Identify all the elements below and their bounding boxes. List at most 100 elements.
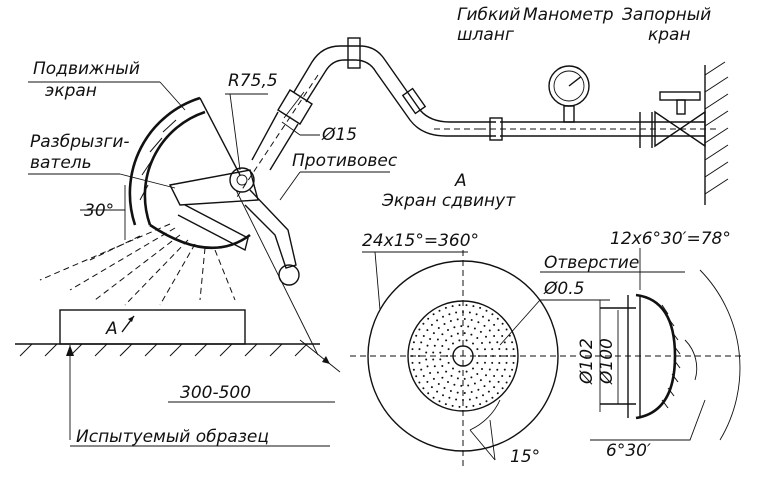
label-angle-6-30: 6°30′	[606, 441, 651, 461]
hole-dot	[458, 339, 461, 342]
hole-dot	[448, 313, 451, 316]
hole-dot	[455, 398, 458, 401]
hole-dot	[483, 324, 486, 327]
label-distance: 300-500	[180, 383, 251, 403]
hole-dot	[415, 334, 418, 337]
label-holes: Отверстие	[544, 253, 639, 273]
hole-dot	[481, 368, 483, 370]
hole-dot	[501, 322, 504, 325]
hole-dot	[470, 376, 473, 379]
hole-dot	[420, 368, 423, 371]
label-angle-30: 30°	[84, 201, 114, 221]
hole-dot	[425, 358, 428, 361]
hole-dot	[462, 311, 464, 313]
label-manometer: Манометр	[523, 5, 614, 25]
hole-dot	[449, 390, 452, 392]
shutoff-valve	[654, 91, 706, 148]
hole-dot	[492, 355, 494, 357]
view-a-front-disc	[350, 250, 685, 466]
hole-dot	[422, 375, 425, 377]
hole-dot	[458, 304, 461, 307]
hole-dot	[493, 335, 496, 337]
label-d100: Ø100	[597, 338, 617, 385]
hole-dot	[411, 355, 413, 357]
hole-dot	[497, 329, 500, 332]
hole-dot	[460, 325, 463, 328]
hole-dot	[467, 325, 470, 328]
hole-dot	[484, 348, 486, 351]
hole-dot	[491, 396, 494, 399]
hole-dot	[418, 328, 421, 331]
hole-dot	[475, 396, 478, 399]
hole-dot	[418, 355, 420, 357]
hole-dot	[477, 321, 480, 324]
hole-dot	[451, 305, 454, 308]
label-view-a: А	[454, 171, 467, 191]
supply-pipe	[480, 112, 720, 148]
hole-dot	[491, 348, 494, 351]
hole-dot	[456, 377, 459, 380]
hole-dot	[470, 391, 473, 393]
hole-dot	[463, 318, 466, 320]
hole-dot	[476, 348, 479, 351]
label-d102: Ø102	[577, 338, 597, 385]
hole-dot	[445, 339, 448, 342]
hole-dot	[446, 355, 448, 357]
hole-dot	[505, 328, 508, 331]
hole-dot	[438, 309, 441, 312]
hole-dot	[452, 367, 454, 370]
hole-dot	[441, 376, 444, 379]
hole-dot	[432, 377, 435, 380]
hole-dot	[463, 377, 466, 380]
hole-dot	[483, 385, 486, 388]
hole-dot	[484, 361, 486, 364]
hole-dot	[445, 370, 448, 373]
hole-dot	[458, 370, 461, 373]
label-counterweight: Противовес	[292, 151, 398, 171]
wall	[704, 61, 729, 205]
hole-dot	[429, 338, 432, 340]
hole-dot	[436, 390, 439, 393]
hole-dot	[437, 327, 440, 329]
hole-dot	[412, 341, 415, 344]
hole-dot	[426, 365, 429, 368]
hole-dot	[456, 332, 459, 335]
dimension-lines-left	[28, 81, 390, 447]
hole-dot	[412, 368, 415, 371]
hole-dot	[478, 355, 480, 357]
hole-dot	[482, 394, 484, 397]
hole-dot	[456, 391, 459, 394]
test-sample	[15, 309, 320, 357]
hole-dot	[439, 358, 442, 361]
hole-dot	[511, 341, 514, 344]
hole-dot	[426, 380, 429, 383]
hole-dot	[450, 374, 453, 377]
hole-dot	[470, 319, 473, 321]
hole-dot	[512, 348, 515, 351]
label-division-78: 12x6°30′=78°	[610, 229, 731, 249]
label-hose-line2: шланг	[457, 25, 514, 45]
hole-dot	[430, 323, 433, 326]
hole-dot	[422, 322, 425, 325]
hole-dot	[465, 405, 468, 408]
hole-dot	[429, 372, 432, 374]
hole-dot	[442, 315, 444, 318]
hole-dot	[467, 384, 470, 387]
hole-dot	[485, 335, 487, 338]
hole-dot	[498, 348, 501, 350]
hole-dot	[479, 403, 482, 406]
hole-dot	[443, 323, 446, 325]
hole-dot	[488, 368, 491, 371]
hole-dot	[447, 329, 449, 331]
hole-dot	[444, 306, 447, 309]
hole-dot	[460, 384, 463, 387]
hole-dot	[447, 361, 450, 364]
hole-dot	[472, 367, 474, 370]
hole-dot	[513, 355, 515, 357]
hole-dot	[447, 381, 449, 383]
hole-dot	[479, 330, 482, 333]
hole-dot	[468, 398, 471, 401]
hole-dot	[455, 311, 458, 314]
hole-dot	[436, 338, 439, 341]
hole-dot	[452, 342, 454, 345]
